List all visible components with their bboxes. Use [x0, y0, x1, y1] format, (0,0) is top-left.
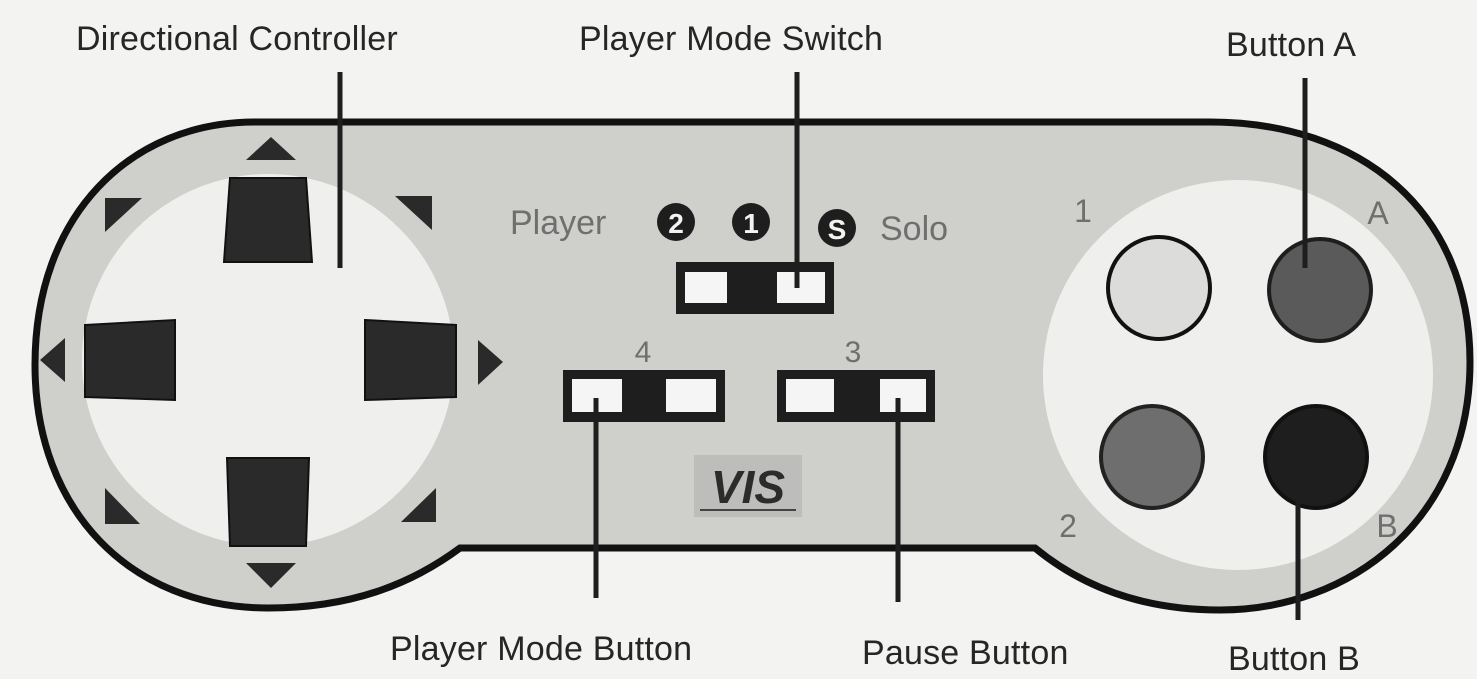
- button-1[interactable]: [1106, 235, 1212, 341]
- label-pause-button: Pause Button: [862, 634, 1069, 672]
- button-a-letter: A: [1367, 195, 1389, 231]
- action-button-disc: [1043, 180, 1433, 570]
- label-directional-controller: Directional Controller: [76, 20, 398, 58]
- arrow-down-left-icon: [105, 488, 140, 524]
- arrow-up-right-icon: [395, 196, 432, 230]
- button-2-number: 2: [1059, 508, 1077, 544]
- label-player-mode-switch: Player Mode Switch: [579, 20, 884, 58]
- arrow-up-left-icon: [105, 198, 142, 232]
- player-mode-switch-slot-left[interactable]: [683, 270, 729, 305]
- arrow-down-icon: [246, 563, 296, 588]
- badge-s-icon: [818, 209, 856, 247]
- label-player-mode-button: Player Mode Button: [390, 630, 693, 668]
- dpad-down[interactable]: [225, 457, 311, 547]
- pause-button-left[interactable]: [784, 377, 836, 414]
- arrow-up-icon: [246, 137, 296, 160]
- player-mode-button-right[interactable]: [664, 377, 718, 414]
- arrow-left-icon: [40, 338, 65, 382]
- dpad-up[interactable]: [222, 177, 314, 263]
- dpad-left[interactable]: [84, 318, 176, 402]
- pause-button-right[interactable]: [878, 377, 928, 414]
- label-button-b: Button B: [1228, 640, 1361, 678]
- label-button-a: Button A: [1226, 26, 1357, 64]
- arrow-down-right-icon: [401, 488, 436, 522]
- vis-logo-text: VIS: [711, 461, 785, 513]
- button-a[interactable]: [1267, 237, 1373, 343]
- number-3: 3: [845, 336, 862, 369]
- player-label: Player: [510, 204, 606, 242]
- arrow-right-icon: [478, 340, 503, 385]
- badge-1-text: 1: [743, 208, 759, 239]
- button-b-letter: B: [1376, 508, 1397, 544]
- badge-2-icon: [657, 203, 695, 241]
- dpad-right[interactable]: [364, 318, 457, 402]
- badge-2-text: 2: [668, 208, 684, 239]
- dpad-disc: [82, 174, 454, 546]
- button-1-number: 1: [1074, 193, 1092, 229]
- badge-s-text: S: [828, 214, 847, 245]
- number-4: 4: [635, 336, 652, 369]
- badge-1-icon: [732, 203, 770, 241]
- player-mode-switch-slot-right[interactable]: [775, 270, 827, 305]
- vis-logo: VIS: [694, 455, 802, 517]
- button-b[interactable]: [1263, 404, 1369, 510]
- button-2[interactable]: [1099, 404, 1205, 510]
- solo-label: Solo: [880, 210, 948, 248]
